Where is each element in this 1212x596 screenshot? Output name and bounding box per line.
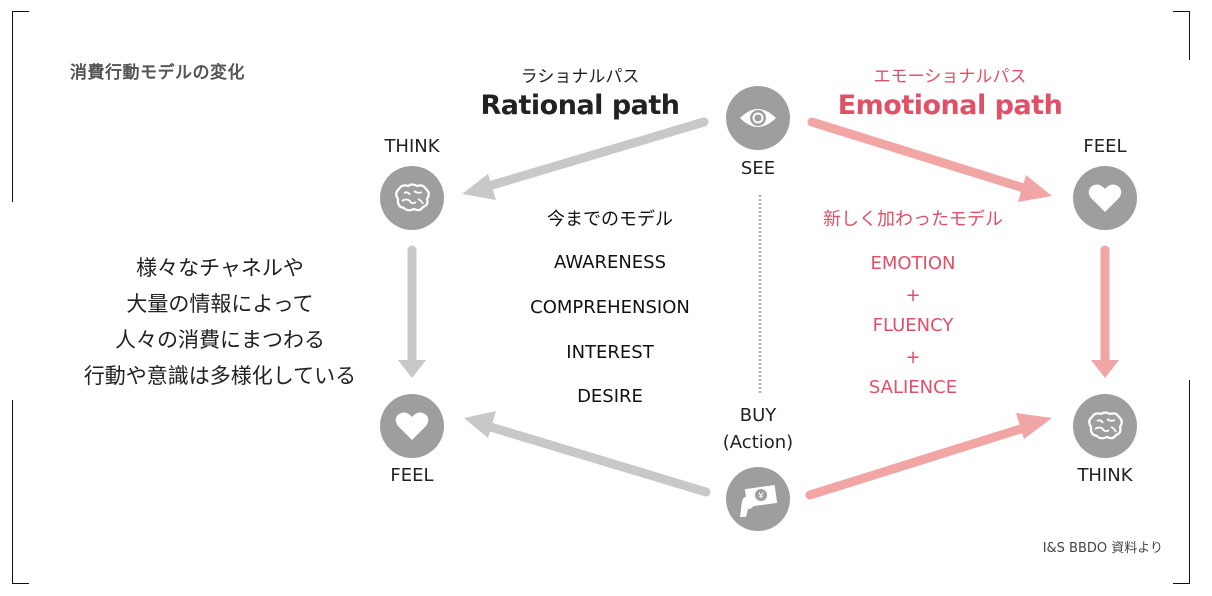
rational-think-label: THINK [384, 136, 440, 157]
emotional-feel-node [1073, 166, 1137, 230]
description-line: 人々の消費にまつわる [115, 328, 325, 352]
slide-title: 消費行動モデルの変化 [70, 63, 245, 83]
old-model-item: INTEREST [566, 342, 654, 363]
buy-label-line2: (Action) [722, 432, 794, 453]
new-model-heading: 新しく加わったモデル [823, 209, 1003, 230]
brain-icon [395, 183, 430, 212]
frame-corner-top-left [12, 11, 29, 202]
frame-corner-bottom-right [1173, 380, 1190, 584]
buy-label-line1: BUY [739, 405, 777, 426]
rational-think-node [380, 166, 444, 230]
frame-corner-top-right [1173, 11, 1190, 60]
rational-feel-label: FEEL [390, 465, 434, 486]
buy-node: ¥ [726, 467, 790, 531]
arrow-rational-think-to-feel [398, 245, 426, 378]
arrow-buy-to-emotional-think [805, 413, 1052, 500]
rational-path-title: Rational path [480, 90, 681, 121]
brain-icon [1088, 411, 1123, 440]
yen-bill-hand-icon: ¥ [740, 484, 778, 517]
new-model-item: FLUENCY [872, 315, 954, 336]
description-line: 行動や意識は多様化している [83, 364, 357, 388]
new-model-plus: + [905, 347, 921, 368]
see-node [726, 86, 790, 150]
new-model-item: SALIENCE [868, 377, 958, 398]
heart-icon [395, 412, 429, 440]
heart-icon [1088, 184, 1122, 212]
emotional-path-title: Emotional path [837, 90, 1063, 121]
new-model-plus: + [905, 285, 921, 306]
emotional-think-node [1073, 394, 1137, 458]
new-model-item: EMOTION [870, 253, 956, 274]
description: 様々なチャネルや 大量の情報によって 人々の消費にまつわる 行動や意識は多様化し… [55, 250, 385, 394]
source-credit: I&S BBDO 資料より [1042, 541, 1163, 556]
frame-corner-bottom-left [12, 400, 29, 584]
arrow-see-to-rational-think [462, 117, 709, 200]
description-line: 大量の情報によって [126, 292, 314, 316]
arrow-see-to-emotional-feel [807, 117, 1052, 202]
old-model-heading: 今までのモデル [547, 209, 673, 230]
old-model-item: COMPREHENSION [530, 297, 690, 318]
rational-feel-node [380, 394, 444, 458]
emotional-think-label: THINK [1077, 465, 1133, 486]
description-line: 様々なチャネルや [136, 256, 304, 280]
emotional-path-jp: エモーショナルパス [873, 67, 1027, 87]
see-label: SEE [740, 158, 776, 179]
arrow-buy-to-rational-feel [464, 411, 711, 497]
emotional-feel-label: FEEL [1083, 136, 1127, 157]
old-model-item: AWARENESS [553, 252, 667, 273]
old-model-item: DESIRE [577, 386, 643, 407]
arrow-emotional-feel-to-think [1091, 245, 1119, 378]
eye-icon [740, 109, 776, 127]
rational-path-jp: ラショナルパス [520, 67, 640, 87]
svg-text:¥: ¥ [758, 492, 764, 502]
